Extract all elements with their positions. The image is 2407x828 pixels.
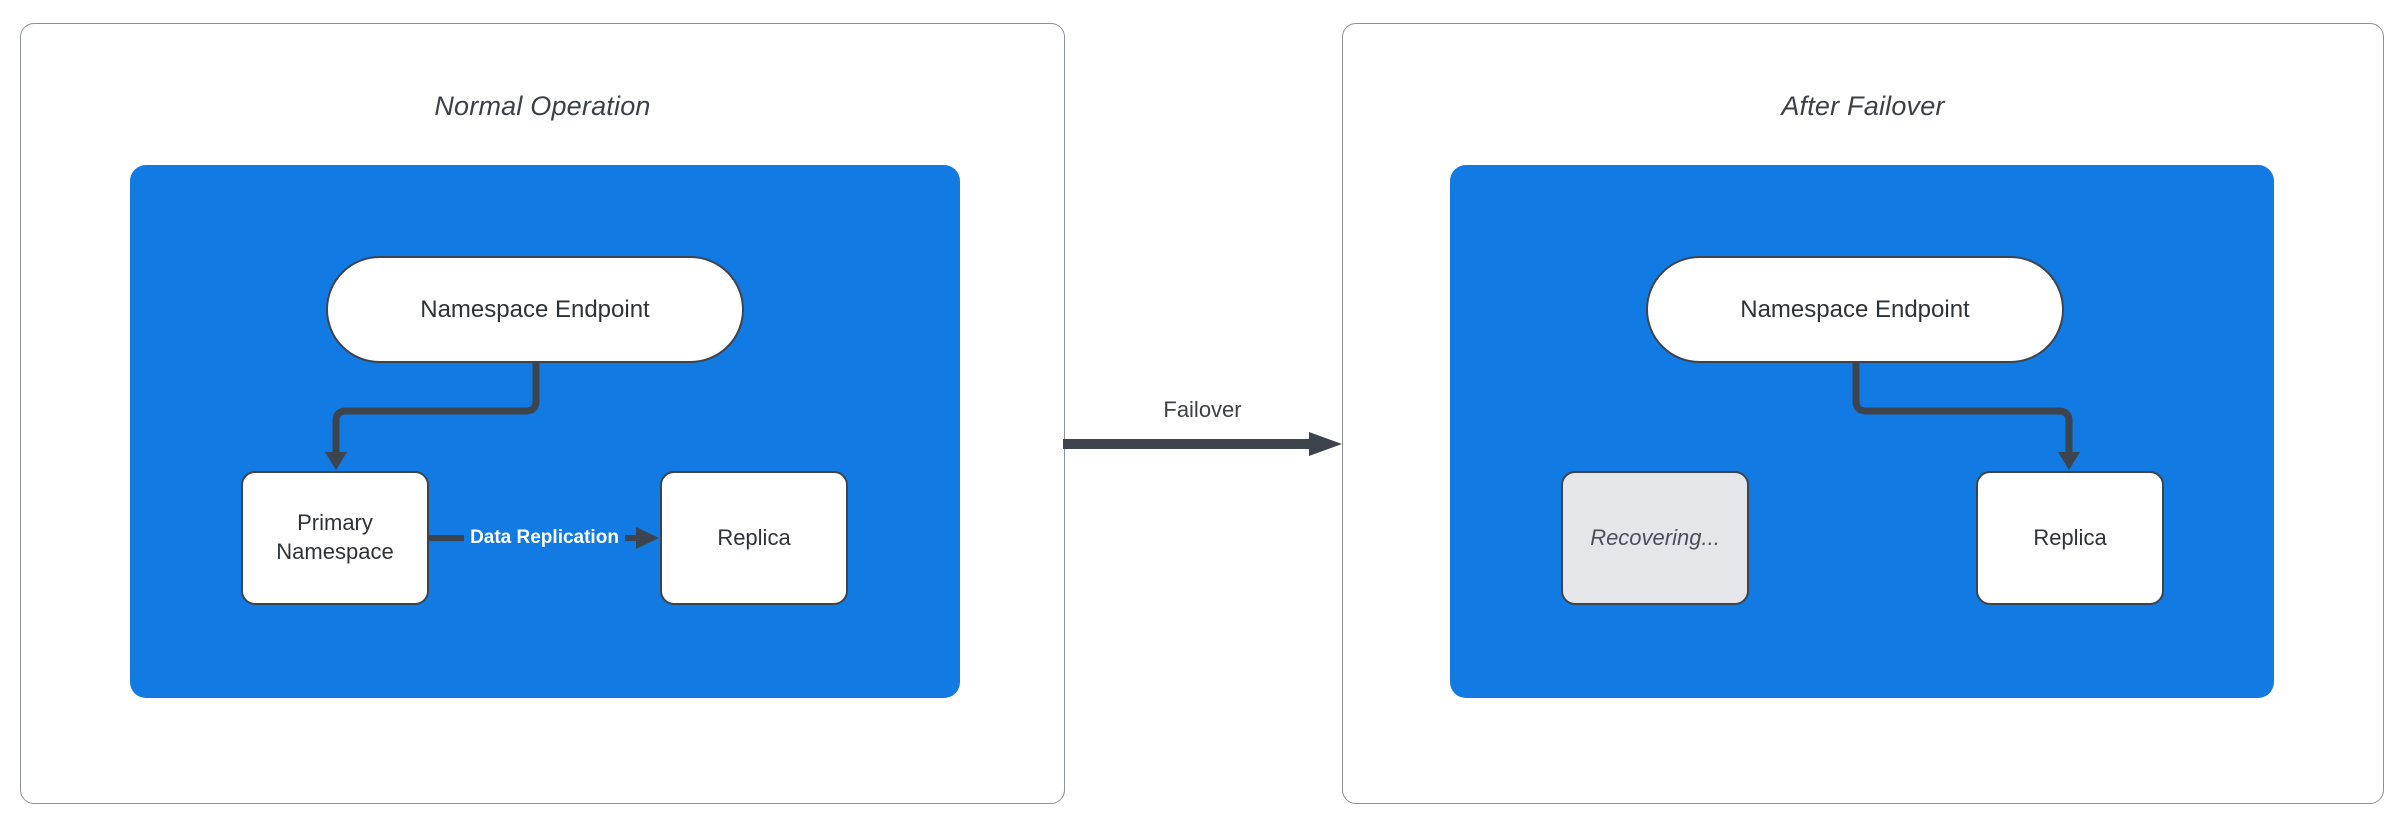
replica-node-failover: Replica bbox=[1976, 471, 2164, 605]
panel-title-normal-operation: Normal Operation bbox=[434, 91, 651, 121]
panel-normal-operation: Normal Operation Namespace Endpoint Prim… bbox=[20, 23, 1065, 804]
namespace-endpoint-node-failover: Namespace Endpoint bbox=[1646, 256, 2064, 363]
connector-lines-failover bbox=[1852, 363, 2080, 470]
failover-arrow-group: Failover bbox=[1063, 396, 1342, 462]
failover-arrow-icon bbox=[1063, 432, 1342, 456]
recovering-node: Recovering... bbox=[1561, 471, 1749, 605]
replica-node-normal: Replica bbox=[660, 471, 848, 605]
panel-after-failover: After Failover Namespace Endpoint Recove… bbox=[1342, 23, 2384, 804]
arrowhead-down-icon bbox=[325, 452, 347, 470]
replica-label-normal: Replica bbox=[717, 524, 791, 550]
namespace-endpoint-label-failover: Namespace Endpoint bbox=[1740, 295, 1970, 323]
replica-label-failover: Replica bbox=[2033, 524, 2107, 550]
primary-namespace-label: Primary Namespace bbox=[276, 510, 394, 564]
arrowhead-down-icon bbox=[2058, 452, 2080, 470]
connector-lines-normal bbox=[325, 363, 659, 549]
namespace-endpoint-node: Namespace Endpoint bbox=[326, 256, 744, 363]
primary-namespace-node: Primary Namespace bbox=[241, 471, 429, 605]
recovering-label: Recovering... bbox=[1590, 524, 1720, 550]
data-replication-label: Data Replication bbox=[429, 517, 660, 559]
failover-label: Failover bbox=[1163, 397, 1242, 422]
namespace-endpoint-label: Namespace Endpoint bbox=[420, 295, 650, 323]
namespace-cluster-normal: Namespace Endpoint Primary Namespace Rep… bbox=[130, 165, 960, 698]
panel-title-after-failover: After Failover bbox=[1781, 91, 1945, 121]
namespace-cluster-failover: Namespace Endpoint Recovering... Replica bbox=[1450, 165, 2274, 698]
